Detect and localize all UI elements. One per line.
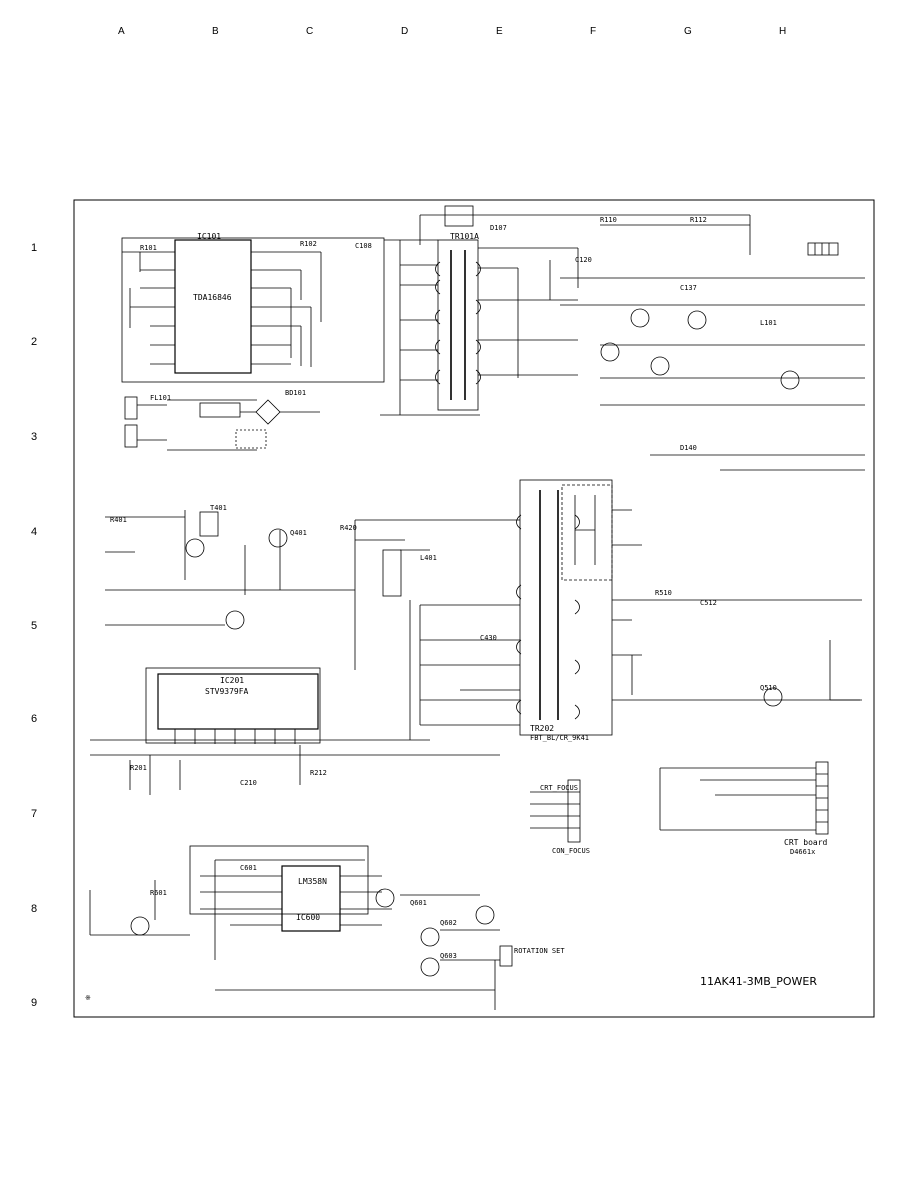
grid-row-7: 7	[31, 808, 38, 820]
schematic-mark: ※	[85, 994, 91, 1002]
svg-text:CRT_FOCUS: CRT_FOCUS	[540, 784, 578, 792]
ic600-ref: IC600	[296, 913, 320, 922]
grid-row-6: 6	[31, 713, 38, 725]
svg-text:Q602: Q602	[440, 919, 457, 927]
svg-text:L101: L101	[760, 319, 777, 327]
svg-text:R102: R102	[300, 240, 317, 248]
svg-text:R420: R420	[340, 524, 357, 532]
deflection-connector	[382, 549, 402, 597]
fbt-part-label: FBT_BL/CR_9K41	[530, 734, 589, 742]
svg-text:R401: R401	[110, 516, 127, 524]
grid-row-5: 5	[31, 620, 38, 632]
schematic-frame	[73, 199, 875, 1018]
grid-column-b: B	[212, 26, 219, 37]
tr101-top-switch	[444, 205, 474, 227]
grid-column-h: H	[779, 26, 787, 37]
svg-text:L401: L401	[420, 554, 437, 562]
svg-text:C210: C210	[240, 779, 257, 787]
ic101-body	[174, 239, 252, 374]
svg-text:D107: D107	[490, 224, 507, 232]
grid-column-e: E	[496, 26, 503, 37]
svg-text:R212: R212	[310, 769, 327, 777]
svg-text:C120: C120	[575, 256, 592, 264]
svg-text:Q603: Q603	[440, 952, 457, 960]
vert-block-border	[145, 667, 321, 744]
grid-row-1: 1	[31, 242, 38, 254]
ic600-part: LM358N	[298, 877, 327, 886]
focus-connector	[567, 779, 581, 843]
grid-column-g: G	[684, 26, 692, 37]
svg-text:Q601: Q601	[410, 899, 427, 907]
svg-text:R510: R510	[655, 589, 672, 597]
ic600-body	[281, 865, 341, 932]
grid-column-d: D	[401, 26, 409, 37]
focus-connector-label: CON_FOCUS	[552, 847, 590, 855]
crt-board-label: CRT board	[784, 838, 828, 847]
tr101a-label: TR101A	[450, 232, 479, 241]
power-ctrl-block-border	[121, 237, 385, 383]
svg-text:R101: R101	[140, 244, 157, 252]
svg-text:FL101: FL101	[150, 394, 171, 402]
svg-text:R601: R601	[150, 889, 167, 897]
ic101-part: TDA16846	[193, 293, 232, 302]
crt-board-conn-label: D4661x	[790, 848, 815, 856]
grid-row-9: 9	[31, 997, 38, 1009]
grid-row-3: 3	[31, 431, 38, 443]
grid-column-c: C	[306, 26, 314, 37]
rotation-set-label: ROTATION SET	[514, 947, 565, 955]
tr202-outline	[519, 479, 613, 736]
mains-input-connector	[124, 396, 138, 420]
ic201-part: STV9379FA	[205, 687, 249, 696]
tr202-label: TR202	[530, 724, 554, 733]
svg-text:D140: D140	[680, 444, 697, 452]
bridge-rectifier	[255, 399, 281, 425]
grid-row-8: 8	[31, 903, 38, 915]
svg-text:R112: R112	[690, 216, 707, 224]
rotation-connector	[499, 945, 513, 967]
svg-text:C108: C108	[355, 242, 372, 250]
tr101a-outline	[437, 239, 479, 411]
comp-block-border	[189, 845, 369, 915]
grid-row-2: 2	[31, 336, 38, 348]
svg-text:C430: C430	[480, 634, 497, 642]
schematic-title: 11AK41-3MB_POWER	[700, 975, 817, 988]
svg-text:Q401: Q401	[290, 529, 307, 537]
svg-text:R110: R110	[600, 216, 617, 224]
ic201-ref: IC201	[220, 676, 244, 685]
svg-text:T401: T401	[210, 504, 227, 512]
svg-text:R201: R201	[130, 764, 147, 772]
svg-text:C137: C137	[680, 284, 697, 292]
svg-text:C601: C601	[240, 864, 257, 872]
ic201-body	[157, 673, 319, 730]
svg-text:BD101: BD101	[285, 389, 306, 397]
grid-row-4: 4	[31, 526, 38, 538]
svg-text:C512: C512	[700, 599, 717, 607]
grid-column-a: A	[118, 26, 125, 37]
svg-text:Q510: Q510	[760, 684, 777, 692]
ic101-ref: IC101	[197, 232, 221, 241]
grid-column-f: F	[590, 26, 597, 37]
